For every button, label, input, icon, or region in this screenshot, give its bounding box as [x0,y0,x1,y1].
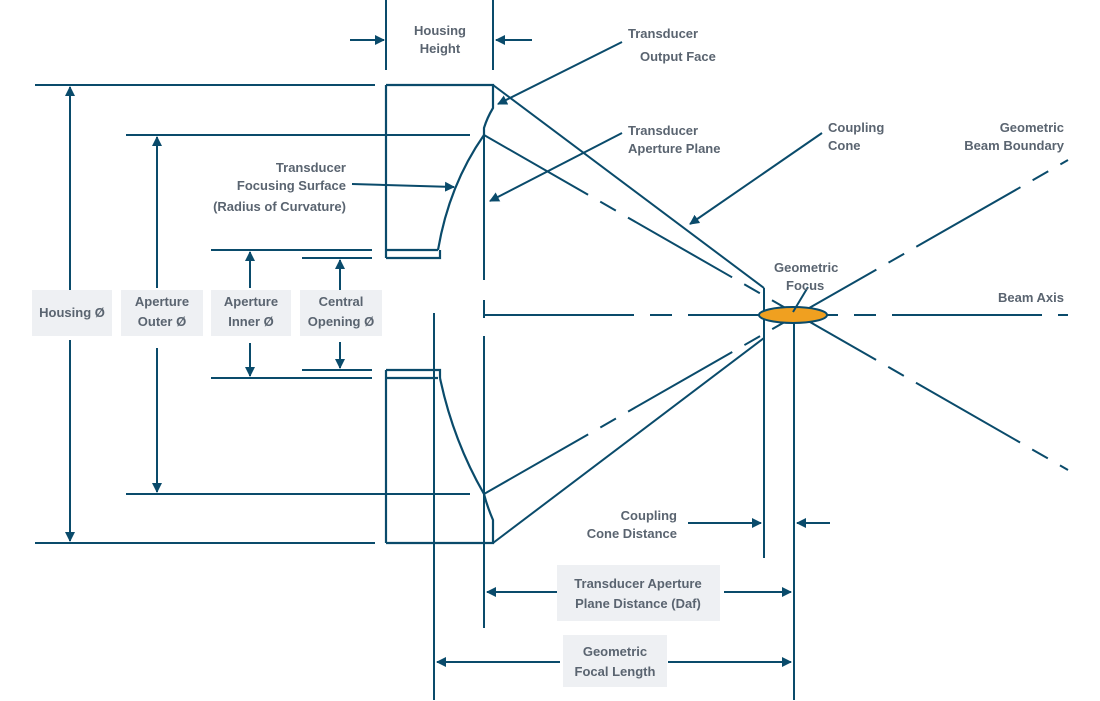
label-aperture-inner-2: Inner Ø [228,314,274,329]
label-coupling-cone-1: Coupling [828,120,884,135]
label-cone-distance-2: Cone Distance [587,526,677,541]
label-focal-length-2: Focal Length [575,664,656,679]
label-housing-height-2: Height [420,41,461,56]
label-daf-1: Transducer Aperture [574,576,701,591]
focus-ellipse [758,306,828,324]
label-aperture-inner-1: Aperture [224,294,278,309]
label-aperture-outer-1: Aperture [135,294,189,309]
label-aperture-outer-2: Outer Ø [138,314,186,329]
label-central-opening-2: Opening Ø [308,314,374,329]
label-daf-2: Plane Distance (Daf) [575,596,701,611]
label-output-face-2: Output Face [640,49,716,64]
label-output-face-1: Transducer [628,26,698,41]
label-beam-axis: Beam Axis [998,290,1064,305]
label-central-opening-1: Central [319,294,364,309]
label-housing-height-1: Housing [414,23,466,38]
label-cone-distance-1: Coupling [621,508,677,523]
dimension-arrows [65,35,830,667]
label-focal-length-1: Geometric [583,644,647,659]
label-aperture-plane-1: Transducer [628,123,698,138]
label-beam-boundary-2: Beam Boundary [964,138,1064,153]
label-housing-dia: Housing Ø [39,305,105,320]
transducer-housing [384,83,495,545]
label-geometric-focus-1: Geometric [774,260,838,275]
label-coupling-cone-2: Cone [828,138,861,153]
leader-arrows [351,41,823,313]
label-focusing-surface-2: Focusing Surface [237,178,346,193]
label-aperture-plane-2: Aperture Plane [628,141,720,156]
label-focusing-surface-1: Transducer [276,160,346,175]
label-focusing-surface-3: (Radius of Curvature) [213,199,346,214]
text-labels: Housing Height Transducer Output Face Tr… [39,23,1065,679]
label-boxes [32,290,720,687]
beam-boundary [483,134,1069,495]
label-beam-boundary-1: Geometric [1000,120,1064,135]
label-geometric-focus-2: Focus [786,278,824,293]
extension-lines [35,84,470,544]
